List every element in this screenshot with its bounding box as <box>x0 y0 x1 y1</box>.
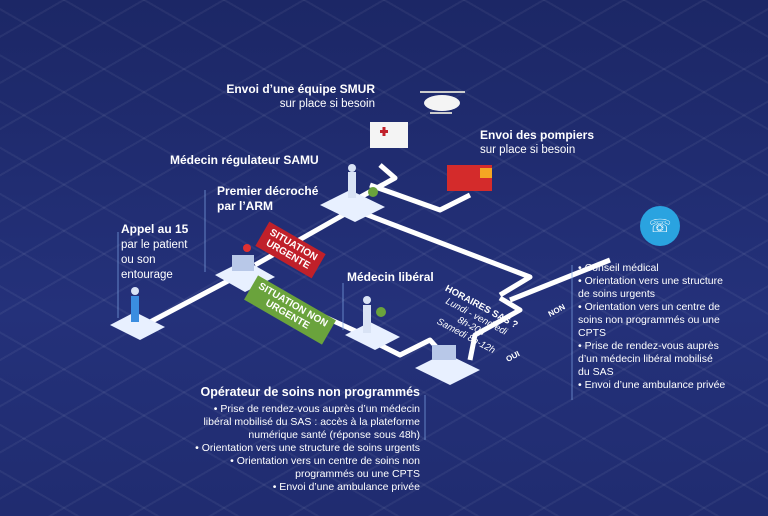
smur-subtitle: sur place si besoin <box>279 98 375 110</box>
pompiers-title: Envoi des pompiers <box>480 128 595 142</box>
person-figures <box>131 164 456 360</box>
appel-line: par le patient <box>121 239 188 251</box>
appel-title: Appel au 15 <box>121 222 189 236</box>
liberal-title: Médecin libéral <box>347 270 434 284</box>
operateur-list: • Prise de rendez-vous auprès d’un médec… <box>195 403 420 493</box>
phone-chat-icon: ☏ <box>640 206 680 246</box>
smur-title: Envoi d’une équipe SMUR <box>226 82 375 96</box>
ambulance-icon <box>370 122 408 148</box>
regulateur-title: Médecin régulateur SAMU <box>170 153 319 167</box>
path-oui <box>467 295 523 361</box>
path-arm-regulateur <box>253 207 354 268</box>
platform-regulateur <box>320 190 385 222</box>
arm-title: Premier décroché <box>217 184 319 198</box>
fire-truck-icon <box>447 165 492 191</box>
platform-appel <box>110 312 165 340</box>
appel-line: ou son <box>121 254 156 266</box>
path-appel-arm <box>133 269 247 333</box>
operateur-title: Opérateur de soins non programmés <box>200 385 421 399</box>
path-regulateur-horaires <box>359 209 533 298</box>
appel-line: entourage <box>121 269 173 281</box>
pompiers-subtitle: sur place si besoin <box>480 144 576 156</box>
platform-liberal <box>345 322 400 350</box>
conseil-list: • Conseil médical• Orientation vers une … <box>578 262 726 391</box>
path-regulateur-pompiers <box>369 182 472 213</box>
helicopter-icon <box>420 91 465 114</box>
platforms <box>110 190 480 385</box>
platform-operateur <box>415 353 480 385</box>
arm-subtitle: par l’ARM <box>217 199 274 213</box>
path-non <box>509 257 611 303</box>
